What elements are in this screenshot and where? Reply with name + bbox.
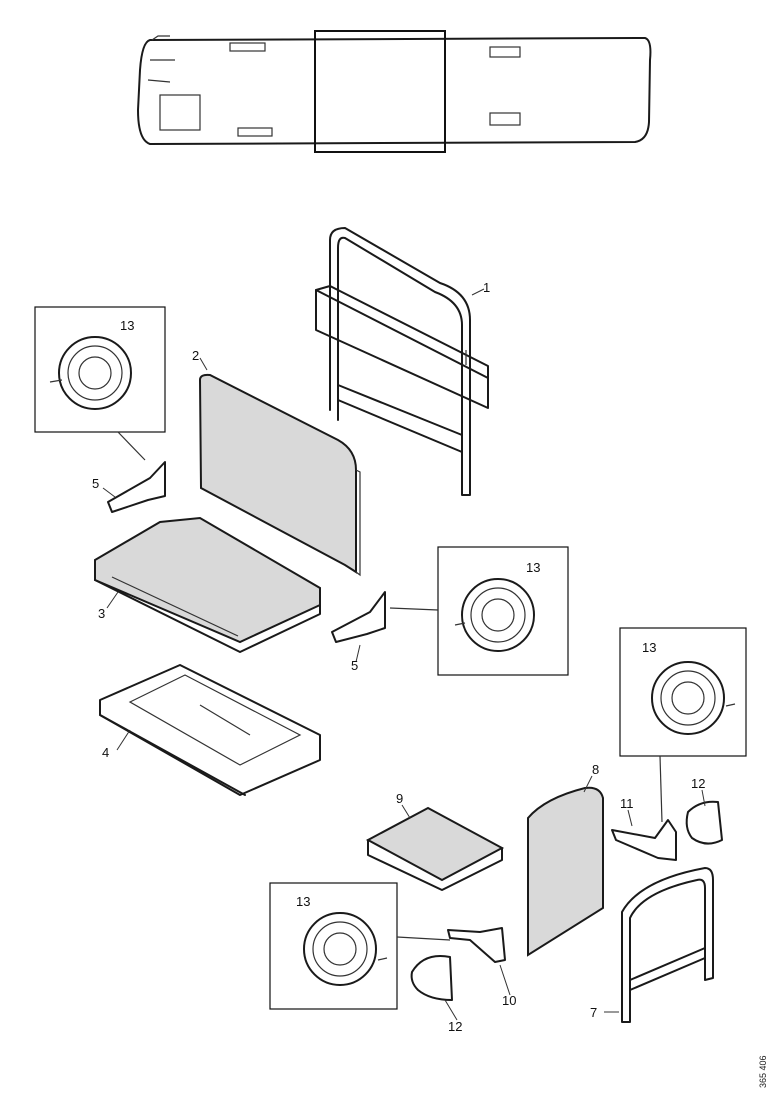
label-detail-13-center: 13 (526, 560, 540, 575)
part-4-seat-tray (99, 664, 321, 796)
label-part-7: 7 (590, 1005, 597, 1020)
label-part-12-right: 12 (691, 776, 705, 791)
detail-13-box-center (389, 546, 569, 676)
part-8-side-panel (527, 786, 604, 957)
part-11-bracket (611, 819, 677, 861)
part-6-bracket-center (331, 591, 386, 643)
label-part-8: 8 (592, 762, 599, 777)
label-part-12-left: 12 (448, 1019, 462, 1034)
highlight-section-box (314, 30, 446, 153)
part-10-bracket (447, 927, 506, 963)
detail-13-box-top-left (34, 306, 166, 461)
bus-overview (137, 30, 652, 153)
detail-13-box-right (619, 627, 747, 823)
part-7-small-frame (621, 867, 714, 1023)
part-1-seat-frame (315, 227, 489, 496)
part-12-cap-left (410, 955, 453, 1001)
drawing-reference-number: 365 406 (758, 1055, 768, 1088)
label-part-5-center: 5 (351, 658, 358, 673)
label-part-2: 2 (192, 348, 199, 363)
label-part-3: 3 (98, 606, 105, 621)
leader-lines (102, 288, 706, 1021)
part-9-small-cushion (365, 806, 505, 891)
label-detail-13-bottom: 13 (296, 894, 310, 909)
label-part-1: 1 (483, 280, 490, 295)
label-part-5-left: 5 (92, 476, 99, 491)
part-5-bracket-left (107, 461, 166, 513)
label-part-9: 9 (396, 791, 403, 806)
part-2-backrest (198, 373, 357, 574)
label-part-4: 4 (102, 745, 109, 760)
label-detail-13-right: 13 (642, 640, 656, 655)
label-part-10: 10 (502, 993, 516, 1008)
part-12-cap-right (685, 800, 723, 845)
detail-13-box-bottom (269, 882, 451, 1010)
label-part-11: 11 (620, 796, 634, 811)
label-detail-13-top-left: 13 (120, 318, 134, 333)
part-3-seat-cushion (94, 516, 321, 653)
